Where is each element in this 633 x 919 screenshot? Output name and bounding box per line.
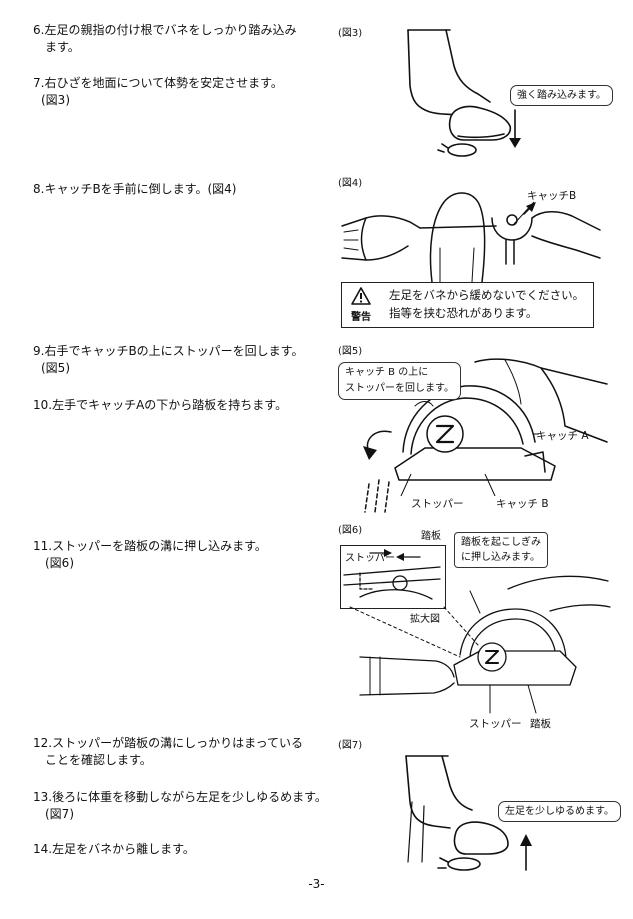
fig4-label: (図4): [338, 178, 363, 189]
page-number: -3-: [308, 877, 325, 891]
fig7-label: (図7): [338, 740, 363, 751]
fig7-illustration: [405, 755, 532, 871]
fig6-callout-line1: 踏板を起こしぎみ: [461, 537, 541, 548]
fig3-label: (図3): [338, 28, 363, 39]
fig6-illustration: [343, 549, 611, 714]
step-11: 11.ストッパーを踏板の溝に押し込みます。 (図6): [33, 538, 267, 572]
step-11-line1: 11.ストッパーを踏板の溝に押し込みます。: [33, 539, 267, 553]
warning-triangle-icon: [351, 287, 371, 305]
step-13: 13.後ろに体重を移動しながら左足を少しゆるめます。 (図7): [33, 789, 327, 823]
step-7: 7.右ひざを地面について体勢を安定させます。 (図3): [33, 75, 283, 109]
step-12-line1: 12.ストッパーが踏板の溝にしっかりはまっている: [33, 736, 304, 750]
fig4-catch-b-leader: [513, 201, 535, 225]
step-6-line1: 6.左足の親指の付け根でバネをしっかり踏み込み: [33, 23, 297, 37]
step-10: 10.左手でキャッチAの下から踏板を持ちます。: [33, 397, 287, 414]
fig4-warning-box: 警告 左足をバネから緩めないでください。 指等を挟む恐れがあります。: [341, 282, 594, 328]
fig7-callout: 左足を少しゆるめます。: [498, 801, 621, 822]
step-11-line2: (図6): [45, 556, 74, 570]
step-8-line1: 8.キャッチBを手前に倒します。(図4): [33, 182, 237, 196]
fig4-warning-line2: 指等を挟む恐れがあります。: [389, 306, 538, 320]
step-13-line1: 13.後ろに体重を移動しながら左足を少しゆるめます。: [33, 790, 327, 804]
fig5-label: (図5): [338, 346, 363, 357]
fig6-callout-line2: に押し込みます。: [461, 552, 540, 563]
fig6-zoom-box: [340, 545, 446, 609]
step-14: 14.左足をバネから離します。: [33, 841, 195, 858]
fig5-illustration: [363, 358, 608, 513]
step-9-line2: (図5): [41, 361, 70, 375]
step-7-line2: (図3): [41, 93, 70, 107]
step-13-line2: (図7): [45, 807, 74, 821]
fig6-stopper-top-label: ストッパー: [345, 553, 395, 564]
step-10-line1: 10.左手でキャッチAの下から踏板を持ちます。: [33, 398, 288, 412]
fig3-illustration: [407, 29, 521, 157]
fig6-stopper-label: ストッパー: [469, 718, 522, 730]
step-12: 12.ストッパーが踏板の溝にしっかりはまっている ことを確認します。: [33, 735, 303, 769]
step-7-line1: 7.右ひざを地面について体勢を安定させます。: [33, 76, 283, 90]
step-6: 6.左足の親指の付け根でバネをしっかり踏み込み ます。: [33, 22, 296, 56]
fig5-catch-a-label: キャッチ A: [536, 430, 589, 442]
fig4-warning-tag: 警告: [351, 312, 371, 323]
fig4-warning-line1: 左足をバネから緩めないでください。: [389, 288, 585, 302]
fig5-stopper-label: ストッパー: [411, 498, 464, 510]
fig5-catch-b-label: キャッチ B: [496, 498, 549, 510]
step-14-line1: 14.左足をバネから離します。: [33, 842, 195, 856]
fig6-label: (図6): [338, 525, 363, 536]
step-6-line2: ます。: [45, 40, 80, 54]
fig6-callout: 踏板を起こしぎみ に押し込みます。: [454, 532, 548, 568]
fig4-illustration: [341, 192, 601, 283]
step-9: 9.右手でキャッチBの上にストッパーを回します。 (図5): [33, 343, 303, 377]
fig5-callout: キャッチ B の上に ストッパーを回します。: [338, 362, 461, 400]
fig6-treadle-label: 踏板: [530, 718, 551, 730]
fig6-treadle-top-label: 踏板: [421, 531, 441, 542]
fig5-callout-line2: ストッパーを回します。: [345, 383, 454, 394]
step-12-line2: ことを確認します。: [45, 753, 152, 767]
fig5-callout-line1: キャッチ B の上に: [345, 367, 429, 378]
step-8: 8.キャッチBを手前に倒します。(図4): [33, 181, 236, 198]
fig3-callout: 強く踏み込みます。: [510, 85, 613, 106]
fig6-zoom-label: 拡大図: [410, 614, 440, 625]
fig4-catch-b-label: キャッチB: [527, 190, 577, 202]
step-9-line1: 9.右手でキャッチBの上にストッパーを回します。: [33, 344, 304, 358]
